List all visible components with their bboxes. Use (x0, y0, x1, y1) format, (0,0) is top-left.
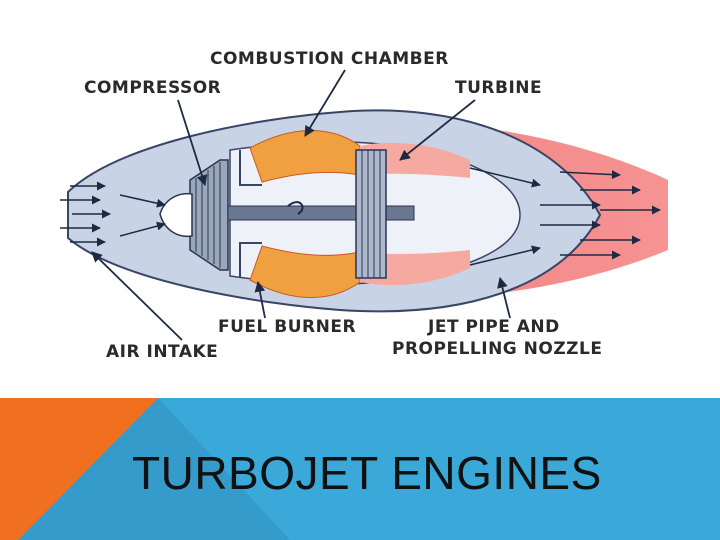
turbine (355, 149, 387, 279)
label-combustion-chamber: COMBUSTION CHAMBER (210, 49, 449, 69)
slide-title: TURBOJET ENGINES (132, 447, 602, 499)
turbojet-diagram: COMBUSTION CHAMBER COMPRESSOR TURBINE FU… (60, 49, 668, 362)
label-air-intake: AIR INTAKE (106, 342, 218, 362)
label-jet-pipe-line2: PROPELLING NOZZLE (392, 339, 602, 359)
label-jet-pipe-line1: JET PIPE AND (427, 317, 560, 337)
banner-dark-wedge (18, 398, 290, 540)
banner-orange-wedge (0, 398, 158, 540)
nose-cone (159, 192, 193, 238)
compressor (189, 159, 229, 271)
title-banner (0, 398, 720, 540)
label-fuel-burner: FUEL BURNER (218, 317, 356, 337)
label-turbine: TURBINE (455, 78, 542, 98)
label-compressor: COMPRESSOR (84, 78, 221, 98)
